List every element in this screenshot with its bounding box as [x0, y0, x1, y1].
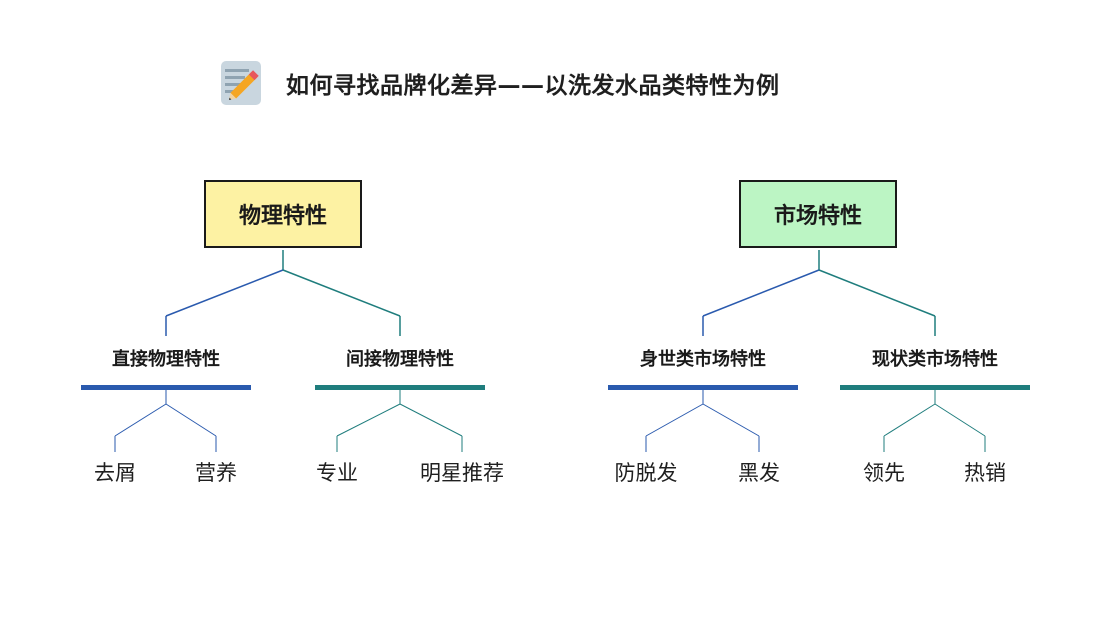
branch-label: 间接物理特性 [346, 349, 454, 370]
connector-b1-right [165, 403, 217, 437]
connector-root2-left [702, 269, 820, 317]
root-node-market: 市场特性 [739, 180, 897, 248]
leaf-node: 专业 [316, 461, 358, 485]
page-title: 如何寻找品牌化差异——以洗发水品类特性为例 [286, 73, 780, 99]
root-node-physical-label: 物理特性 [238, 204, 327, 229]
memo-pencil-icon [221, 61, 261, 105]
branch-node-origin-market: 身世类市场特性 [608, 348, 798, 390]
branch-label: 现状类市场特性 [872, 349, 998, 370]
connector-root2-right [818, 269, 936, 317]
title-row: 如何寻找品牌化差异——以洗发水品类特性为例 [220, 58, 780, 108]
leaf-node: 营养 [195, 461, 237, 485]
connector-b4-left [883, 403, 936, 437]
leaf-node: 黑发 [738, 461, 780, 485]
leaf-node: 明星推荐 [420, 461, 504, 485]
leaf-node: 领先 [863, 461, 905, 485]
branch-underline [315, 385, 485, 390]
root-node-physical: 物理特性 [204, 180, 362, 248]
branch-label: 直接物理特性 [112, 349, 220, 370]
branch-underline [840, 385, 1030, 390]
connector-b2-right [399, 403, 463, 437]
root-node-market-label: 市场特性 [773, 204, 862, 229]
connector-b3-left [645, 403, 704, 437]
branch-underline [81, 385, 251, 390]
branch-node-direct-physical: 直接物理特性 [81, 348, 251, 390]
connector-b2-left [336, 403, 401, 437]
connector-b4-right [934, 403, 986, 437]
branch-node-indirect-physical: 间接物理特性 [315, 348, 485, 390]
connector-root1-right [282, 269, 401, 317]
connector-b3-right [702, 403, 760, 437]
branch-underline [608, 385, 798, 390]
leaf-node: 热销 [964, 461, 1006, 485]
connector-b1-left [114, 403, 167, 437]
connector-root1-left [165, 269, 284, 317]
leaf-node: 去屑 [94, 461, 136, 485]
branch-node-status-market: 现状类市场特性 [840, 348, 1030, 390]
leaf-node: 防脱发 [614, 461, 678, 485]
branch-label: 身世类市场特性 [640, 349, 766, 370]
